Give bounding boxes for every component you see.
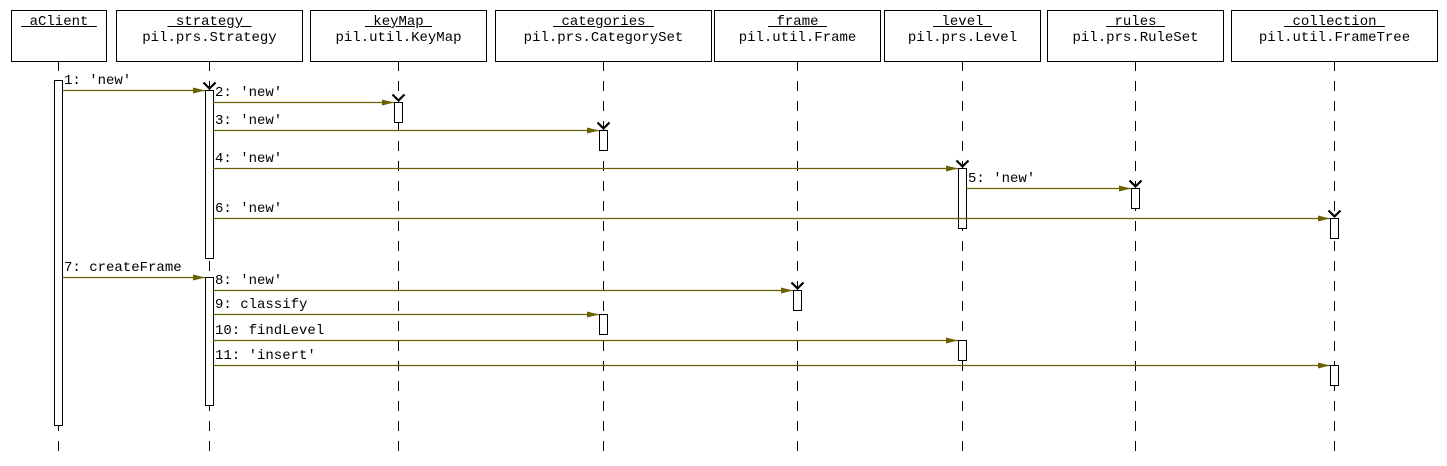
object-class: pil.prs.RuleSet <box>1072 30 1199 46</box>
activation-bar <box>205 90 214 259</box>
object-box-level: level pil.prs.Level <box>884 10 1041 62</box>
object-class: pil.util.Frame <box>738 30 857 46</box>
activation-bar <box>1131 188 1140 209</box>
object-box-strategy: strategy pil.prs.Strategy <box>116 10 303 62</box>
message-label: 5: 'new' <box>968 171 1036 187</box>
activation-bar <box>394 102 403 123</box>
object-box-aClient: aClient <box>11 10 107 62</box>
message-label: 1: 'new' <box>64 73 132 89</box>
object-class: pil.prs.Strategy <box>142 30 277 46</box>
object-box-categories: categories pil.prs.CategorySet <box>495 10 712 62</box>
message-arrow <box>213 337 958 344</box>
activation-bar <box>1330 218 1339 239</box>
object-class: pil.util.FrameTree <box>1258 30 1411 46</box>
object-box-rules: rules pil.prs.RuleSet <box>1047 10 1224 62</box>
message-arrow <box>213 281 805 294</box>
message-label: 11: 'insert' <box>215 348 316 364</box>
message-arrow <box>213 209 1342 222</box>
message-label: 4: 'new' <box>215 151 283 167</box>
message-arrow <box>213 311 599 318</box>
create-marker-icon <box>955 159 970 169</box>
message-label: 9: classify <box>215 297 308 313</box>
object-name: level <box>933 14 992 30</box>
message-label: 10: findLevel <box>215 323 325 339</box>
activation-bar <box>205 277 214 406</box>
activation-bar <box>54 80 63 426</box>
activation-bar <box>599 130 608 151</box>
message-label: 3: 'new' <box>215 113 283 129</box>
object-box-collection: collection pil.util.FrameTree <box>1231 10 1438 62</box>
create-marker-icon <box>391 93 406 103</box>
object-name: collection <box>1284 14 1385 30</box>
create-marker-icon <box>596 121 611 131</box>
message-arrow <box>62 81 217 94</box>
object-class: pil.prs.CategorySet <box>523 30 684 46</box>
activation-bar <box>599 314 608 335</box>
message-arrow <box>213 93 406 106</box>
object-class: pil.util.KeyMap <box>335 30 462 46</box>
object-name: rules <box>1106 14 1165 30</box>
message-label: 7: createFrame <box>64 260 182 276</box>
activation-bars <box>54 80 1339 426</box>
object-name: frame <box>768 14 827 30</box>
create-marker-icon <box>1128 179 1143 189</box>
activation-bar <box>958 168 967 229</box>
message-arrow <box>213 362 1330 369</box>
message-label: 2: 'new' <box>215 85 283 101</box>
create-marker-icon <box>202 81 217 91</box>
message-arrow <box>966 179 1143 192</box>
create-marker-icon <box>790 281 805 291</box>
activation-bar <box>958 340 967 361</box>
message-arrow <box>62 274 205 281</box>
object-class: pil.prs.Level <box>907 30 1018 46</box>
message-label: 8: 'new' <box>215 273 283 289</box>
object-name: keyMap <box>364 14 433 30</box>
activation-bar <box>1330 365 1339 386</box>
create-marker-icon <box>1327 209 1342 219</box>
object-name: strategy <box>167 14 252 30</box>
message-arrow <box>213 159 970 172</box>
message-label: 6: 'new' <box>215 201 283 217</box>
message-arrows <box>62 81 1342 369</box>
object-box-keyMap: keyMap pil.util.KeyMap <box>310 10 487 62</box>
object-name: categories <box>553 14 654 30</box>
object-box-frame: frame pil.util.Frame <box>714 10 881 62</box>
message-arrow <box>213 121 611 134</box>
activation-bar <box>793 290 802 311</box>
object-name: aClient <box>21 14 97 30</box>
